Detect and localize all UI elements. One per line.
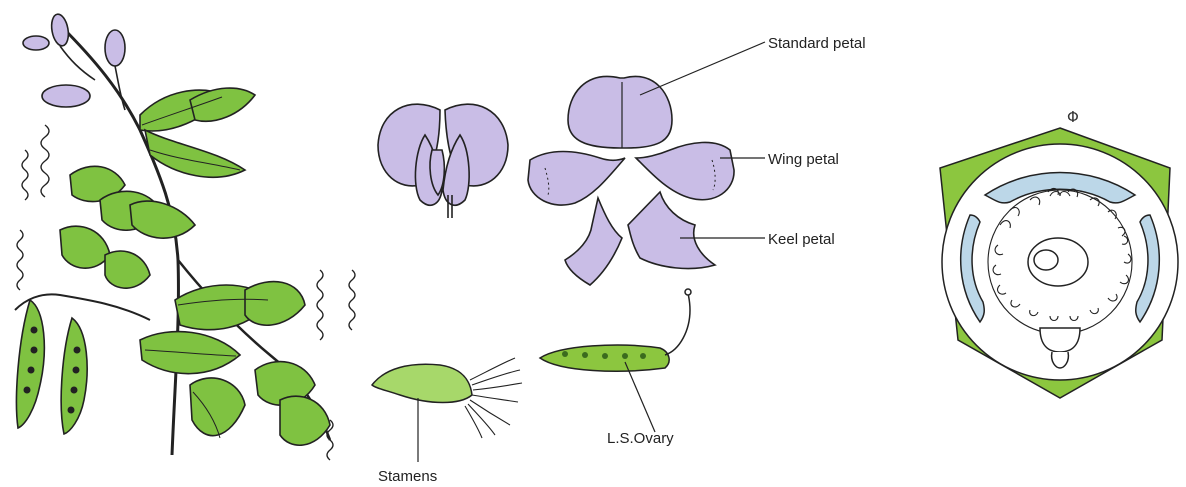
label-keel-petal: Keel petal [768,231,835,248]
stamens [372,358,522,438]
label-stamens: Stamens [378,468,437,485]
wing-petals [528,142,734,205]
flower-buds [23,13,125,107]
label-wing-petal: Wing petal [768,151,839,168]
label-standard-petal: Standard petal [768,35,866,52]
label-ls-ovary: L.S.Ovary [607,430,674,447]
pea-flower [378,104,508,218]
standard-petal [568,76,672,148]
leaves [60,88,330,445]
ovary-ls [540,289,691,371]
pea-plant [15,13,355,460]
zygomorphic-symbol: Φ [1067,108,1079,126]
floral-diagram [940,128,1178,398]
